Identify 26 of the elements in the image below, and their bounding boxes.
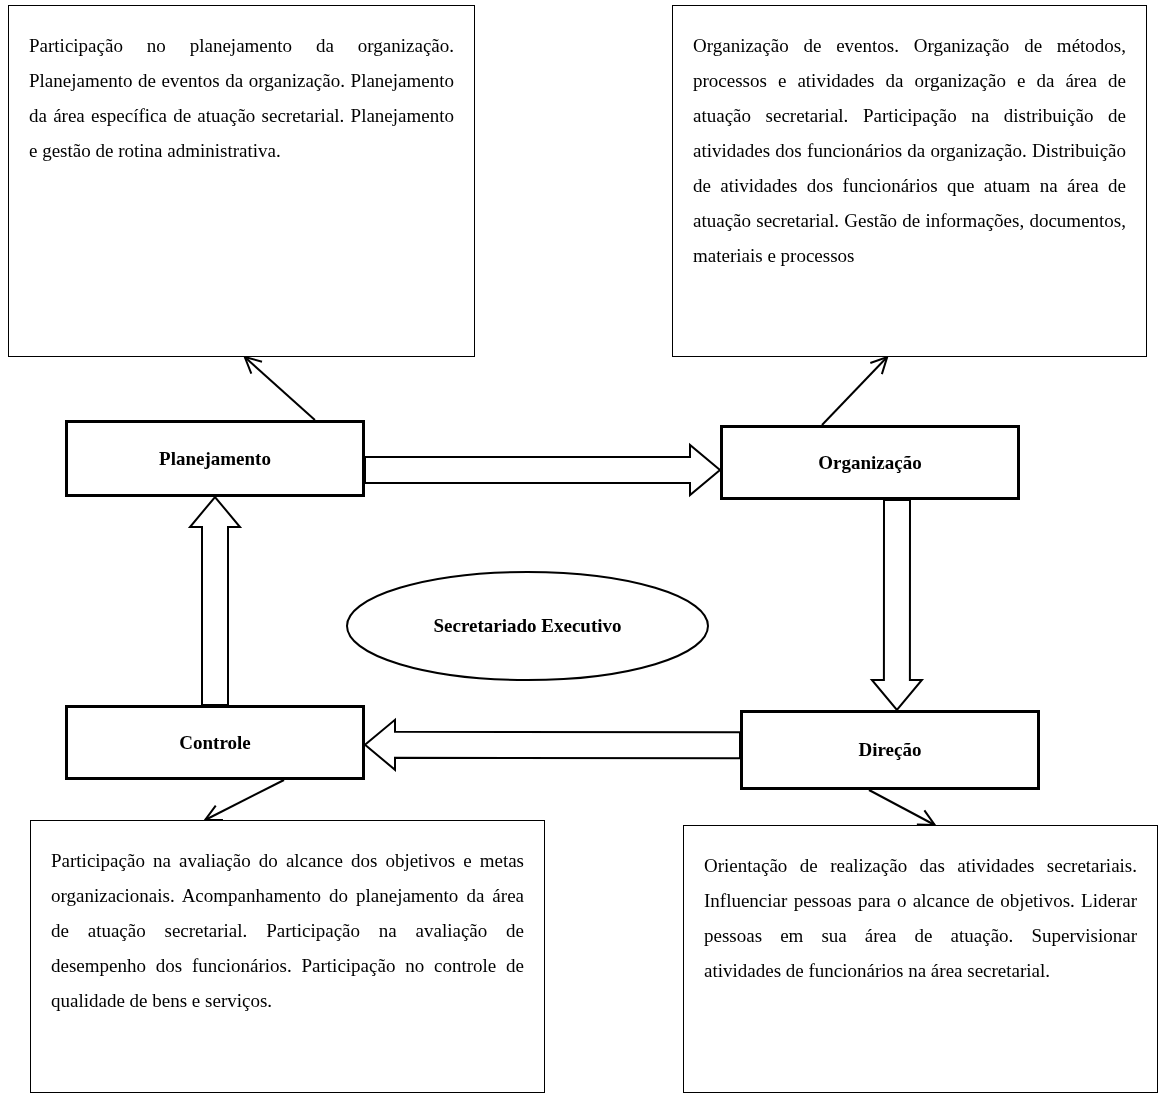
node-title: Organização	[818, 451, 922, 474]
description-text: Participação no planejamento da organização. Planejamento de eventos da organização. Planejamento da área específica de atuação secretarial. Planejamento e gestão de rotina administrativa.	[29, 34, 454, 163]
process-box	[740, 710, 1040, 790]
arrow	[243, 356, 316, 421]
node-title: Direção	[858, 739, 922, 761]
description-text: Orientação de realização das atividades secretariais. Influenciar pessoas para o alcance de objetivos. Liderar pessoas em sua área de atuação. Supervisionar atividades de funcionários na área secretarial.	[704, 854, 1137, 983]
block-arrow	[363, 717, 741, 772]
block-arrow	[187, 495, 243, 706]
arrow	[204, 779, 285, 821]
text-box	[672, 5, 1147, 357]
description-text: Participação na avaliação do alcance dos objetivos e metas organizacionais. Acompanhamento do planejamento da área de atuação secretarial. Participação na avaliação de desempenho dos funcionários. Participação no controle de qualidade de bens e serviços.	[51, 849, 524, 1013]
text-box	[683, 825, 1158, 1093]
arrow	[821, 356, 889, 426]
arrow	[868, 789, 936, 826]
node-title: Controle	[179, 731, 251, 754]
text-box	[8, 5, 475, 357]
block-arrow	[364, 442, 722, 498]
ellipse-node	[345, 570, 710, 682]
process-box	[65, 705, 365, 780]
process-box	[720, 425, 1020, 500]
description-text: Organização de eventos. Organização de métodos, processos e atividades da organização e da área de atuação secretarial. Participação na distribuição de atividades dos funcionários da organização. Distribuição de atividades dos funcionários que atuam na área de atuação secretarial. Gestão de informações, documentos, materiais e processos	[693, 34, 1126, 268]
process-box	[65, 420, 365, 497]
node-title: Secretariado Executivo	[433, 615, 622, 637]
text-box	[30, 820, 545, 1093]
node-title: Planejamento	[159, 447, 271, 470]
block-arrow	[869, 499, 925, 712]
